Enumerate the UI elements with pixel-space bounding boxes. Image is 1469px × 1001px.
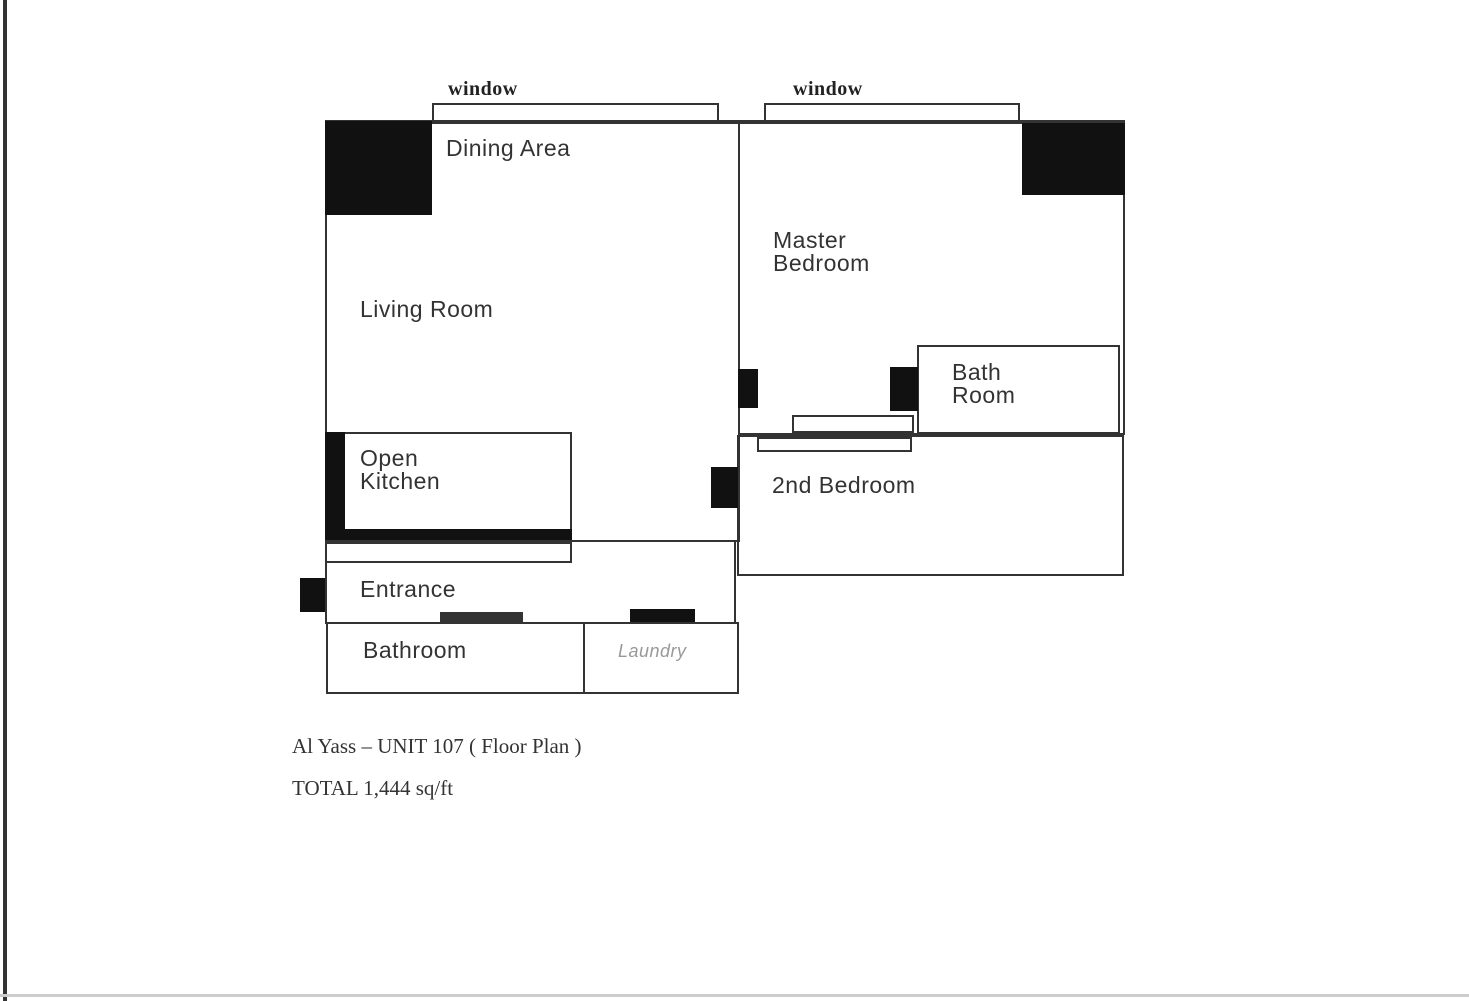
second-bedroom-room xyxy=(737,435,1124,576)
label-master-bedroom-2: Bedroom xyxy=(773,250,870,276)
label-master-bedroom-1: Master xyxy=(773,227,847,253)
label-second-bedroom: 2nd Bedroom xyxy=(772,472,916,498)
entrance-door xyxy=(300,578,325,612)
wall-segment xyxy=(711,467,738,508)
wall-segment xyxy=(890,367,918,411)
wall-segment xyxy=(440,612,523,623)
kitchen-counter-left xyxy=(325,432,345,542)
laundry-room xyxy=(583,622,739,694)
total-area: TOTAL 1,444 sq/ft xyxy=(292,776,454,800)
closet xyxy=(757,437,912,452)
floor-plan-caption: Al Yass – UNIT 107 ( Floor Plan ) xyxy=(292,734,582,758)
label-laundry: Laundry xyxy=(618,641,687,661)
label-open-kitchen-2: Kitchen xyxy=(360,468,441,494)
master-bedroom-room xyxy=(738,120,1125,435)
page-bottom-edge xyxy=(0,994,1469,997)
closet xyxy=(792,415,914,433)
bath-room-master xyxy=(917,345,1120,434)
window-label-right: window xyxy=(793,78,863,100)
column-top-left xyxy=(325,121,432,215)
label-entrance: Entrance xyxy=(360,576,457,602)
label-dining-area: Dining Area xyxy=(446,135,571,161)
column-top-right xyxy=(1022,123,1125,195)
page-left-edge xyxy=(3,0,7,1001)
label-bath-room-1: Bath xyxy=(952,359,1002,385)
entrance-closet xyxy=(325,540,572,563)
wall-segment xyxy=(738,369,758,408)
kitchen-counter-bottom xyxy=(325,529,572,542)
window-label-left: window xyxy=(448,78,518,100)
label-bathroom: Bathroom xyxy=(363,637,467,663)
label-bath-room-2: Room xyxy=(952,382,1016,408)
label-open-kitchen-1: Open xyxy=(360,445,419,471)
wall-segment xyxy=(630,609,695,623)
label-living-room: Living Room xyxy=(360,296,494,322)
